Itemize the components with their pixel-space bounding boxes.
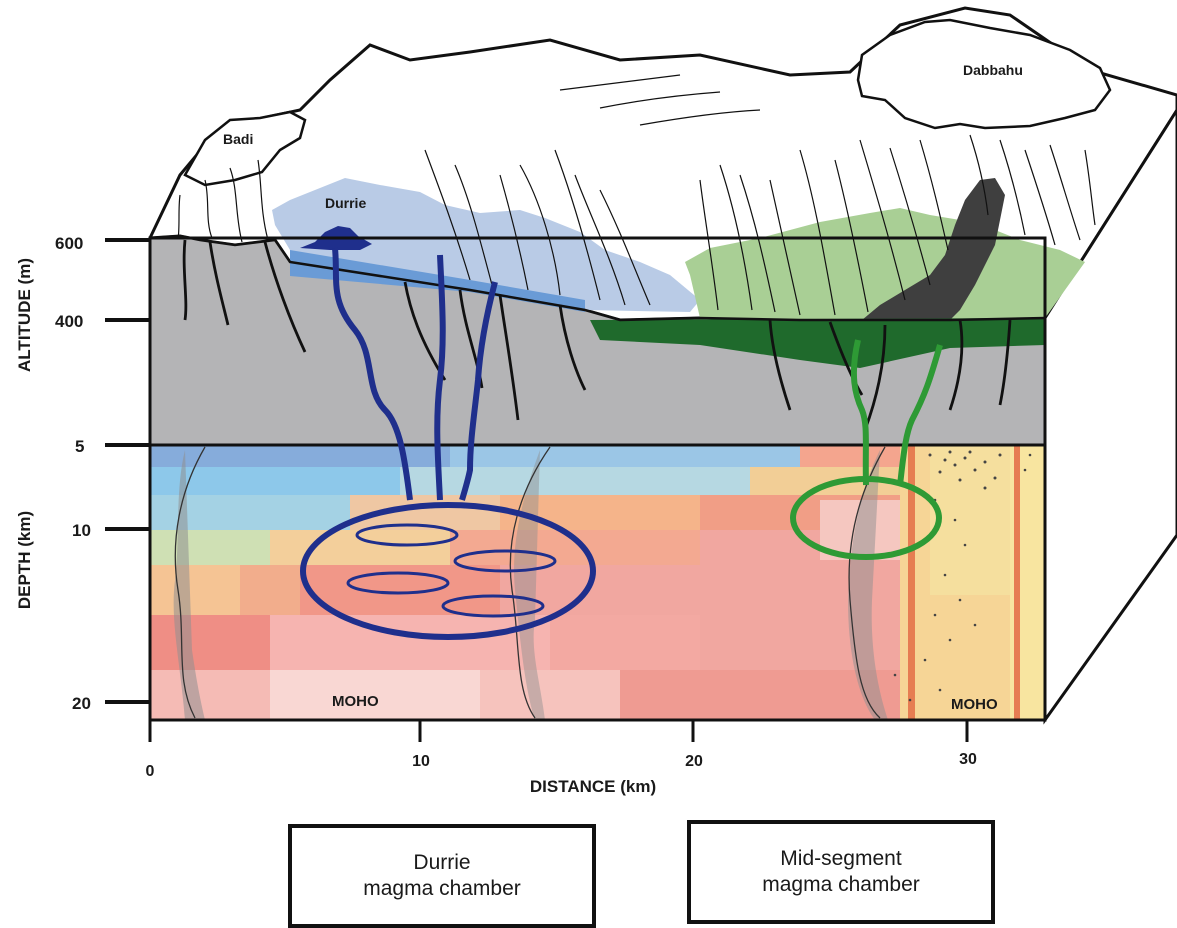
moho-label-left: MOHO [332,693,379,710]
tick-depth-10: 10 [72,521,91,540]
tick-depth-20: 20 [72,694,91,713]
altitude-axis-title: ALTITUDE (m) [15,258,34,372]
durrie-flow-field [272,178,700,312]
mid-segment-magma-system [790,339,943,560]
dabbahu-label: Dabbahu [963,62,1023,78]
tick-distance-20: 20 [685,753,703,770]
durrie-legend-line1: Durrie [413,850,471,874]
depth-axis-title: DEPTH (km) [15,511,34,609]
cross-section-surface-line [149,234,1046,322]
mid-flow-section [590,318,1045,368]
tick-depth-5: 5 [75,437,84,456]
durrie-magma-system [300,247,596,640]
distance-axis-title: DISTANCE (km) [530,777,656,796]
durrie-magma-chamber [300,502,596,640]
durrie-chamber-legend: Durrie magma chamber [288,824,596,928]
recent-lava-flow [850,178,1005,338]
durrie-label: Durrie [325,195,366,211]
tick-distance-0: 0 [146,763,155,780]
tick-distance-30: 30 [959,751,977,768]
durrie-legend-line2: magma chamber [363,877,521,900]
left-axis [105,238,150,704]
tick-distance-10: 10 [412,753,430,770]
velocity-model [150,445,1045,720]
bottom-axis [148,718,1045,742]
badi-label: Badi [223,131,253,147]
surface-fault-lines [177,74,1096,316]
moho-traces [174,446,886,719]
mid-legend-line1: Mid-segment [780,846,902,870]
mid-legend-line2: magma chamber [762,873,920,896]
dabbahu-volcano [856,18,1112,130]
badi-volcano [183,110,307,187]
moho-label-right: MOHO [951,696,998,713]
tick-altitude-600: 600 [55,234,83,253]
cross-section-faults [182,239,1012,431]
mid-segment-magma-chamber [790,476,942,560]
earthquake-hypocenters [893,450,1032,702]
mid-segment-chamber-legend: Mid-segment magma chamber [687,820,995,924]
tick-altitude-400: 400 [55,312,83,331]
